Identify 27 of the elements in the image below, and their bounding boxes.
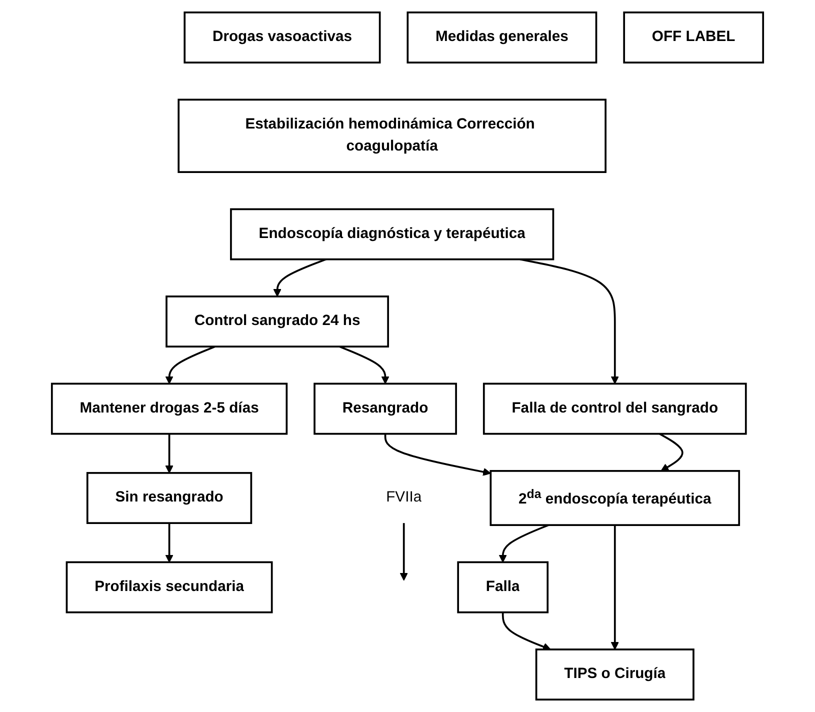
arrow: [520, 258, 619, 384]
arrow: [165, 434, 174, 474]
process-box: Estabilización hemodinámica Corrección coagulopatía: [178, 98, 606, 173]
process-box: Falla: [457, 561, 549, 614]
arrow: [659, 433, 684, 472]
arrow: [502, 612, 551, 651]
process-box: Drogas vasoactivas: [184, 12, 381, 64]
process-box: 2$^{da}$ endoscopía terapéutica: [490, 470, 740, 526]
arrow: [498, 524, 549, 563]
arrow: [165, 523, 174, 563]
arrow: [165, 346, 216, 384]
arrow: [338, 346, 390, 384]
process-box: Falla de control del sangrado: [482, 382, 747, 435]
arrow: [273, 258, 326, 297]
process-box: OFF LABEL: [623, 12, 764, 64]
process-box: Profilaxis secundaria: [66, 561, 273, 614]
arrow: [384, 434, 492, 476]
process-box: Control sangrado 24 hs: [166, 296, 389, 348]
note-text: FVIIa: [386, 490, 422, 506]
process-box: Mantener drogas 2-5 días: [50, 382, 288, 435]
process-box: TIPS o Cirugía: [535, 648, 694, 700]
process-box: Resangrado: [314, 382, 457, 435]
arrow: [400, 523, 408, 581]
process-box: Medidas generales: [406, 12, 598, 64]
process-box: Sin resangrado: [86, 472, 252, 524]
arrow: [610, 525, 619, 650]
process-box: Endoscopía diagnóstica y terapéutica: [230, 208, 554, 260]
